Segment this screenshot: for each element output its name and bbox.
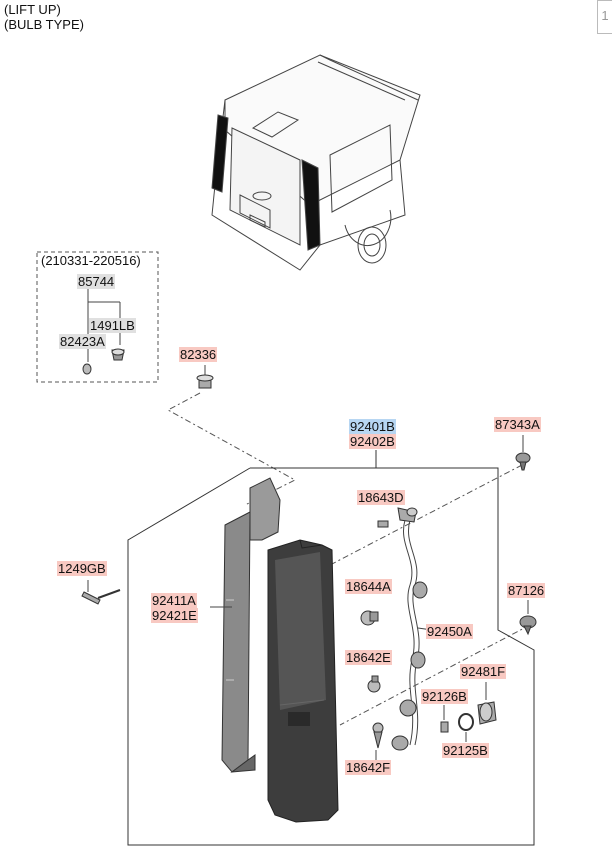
part-label-18642f[interactable]: 18642F xyxy=(345,760,392,775)
lamp-assembly-icon xyxy=(267,539,339,823)
bulb-18644a-icon xyxy=(360,610,379,626)
part-label-1249gb[interactable]: 1249GB xyxy=(57,561,107,576)
bulb-18643d-icon xyxy=(377,520,389,528)
part-label-18643d[interactable]: 18643D xyxy=(357,490,405,505)
part-label-85744[interactable]: 85744 xyxy=(77,274,116,289)
part-label-92401b[interactable]: 92401B xyxy=(349,419,396,434)
screw-87126-icon xyxy=(519,600,537,636)
part-label-92411a[interactable]: 92411A xyxy=(151,593,197,608)
inset-box-outline xyxy=(36,251,159,383)
header-lift-up: (LIFT UP) xyxy=(4,2,61,17)
part-label-92402b[interactable]: 92402B xyxy=(349,434,396,449)
bulb-18642e-icon xyxy=(367,675,381,693)
part-label-87343a[interactable]: 87343A xyxy=(494,417,541,432)
part-label-92421e[interactable]: 92421E xyxy=(151,608,198,623)
part-label-92125b[interactable]: 92125B xyxy=(442,743,489,758)
clip-82336-icon xyxy=(196,365,214,389)
bulb-92126b-icon xyxy=(440,721,449,733)
part-label-18642e[interactable]: 18642E xyxy=(345,650,392,665)
part-label-87126[interactable]: 87126 xyxy=(507,583,546,598)
screw-87343a-icon xyxy=(515,435,531,471)
part-label-18644a[interactable]: 18644A xyxy=(345,579,392,594)
part-label-82423a[interactable]: 82423A xyxy=(59,334,106,349)
vehicle-illustration xyxy=(211,54,421,271)
socket-92481f-icon xyxy=(477,701,497,725)
bracket-92411a-icon xyxy=(221,477,281,773)
part-label-92450a[interactable]: 92450A xyxy=(426,624,473,639)
leader-lines xyxy=(166,392,531,726)
part-label-82336[interactable]: 82336 xyxy=(179,347,218,362)
page-number: 1 xyxy=(597,0,612,34)
bolt-1249gb-icon xyxy=(81,580,121,605)
sockets-icon xyxy=(391,507,428,751)
inset-date-range: (210331-220516) xyxy=(41,253,141,268)
gasket-92125b-icon xyxy=(458,713,474,731)
part-label-1491lb[interactable]: 1491LB xyxy=(89,318,136,333)
header-bulb-type: (BULB TYPE) xyxy=(4,17,84,32)
inset-clip-icon xyxy=(82,348,125,375)
bulb-18642f-icon xyxy=(372,722,384,749)
part-label-92126b[interactable]: 92126B xyxy=(421,689,468,704)
part-label-92481f[interactable]: 92481F xyxy=(460,664,507,679)
assembly-box-outline xyxy=(127,450,535,846)
